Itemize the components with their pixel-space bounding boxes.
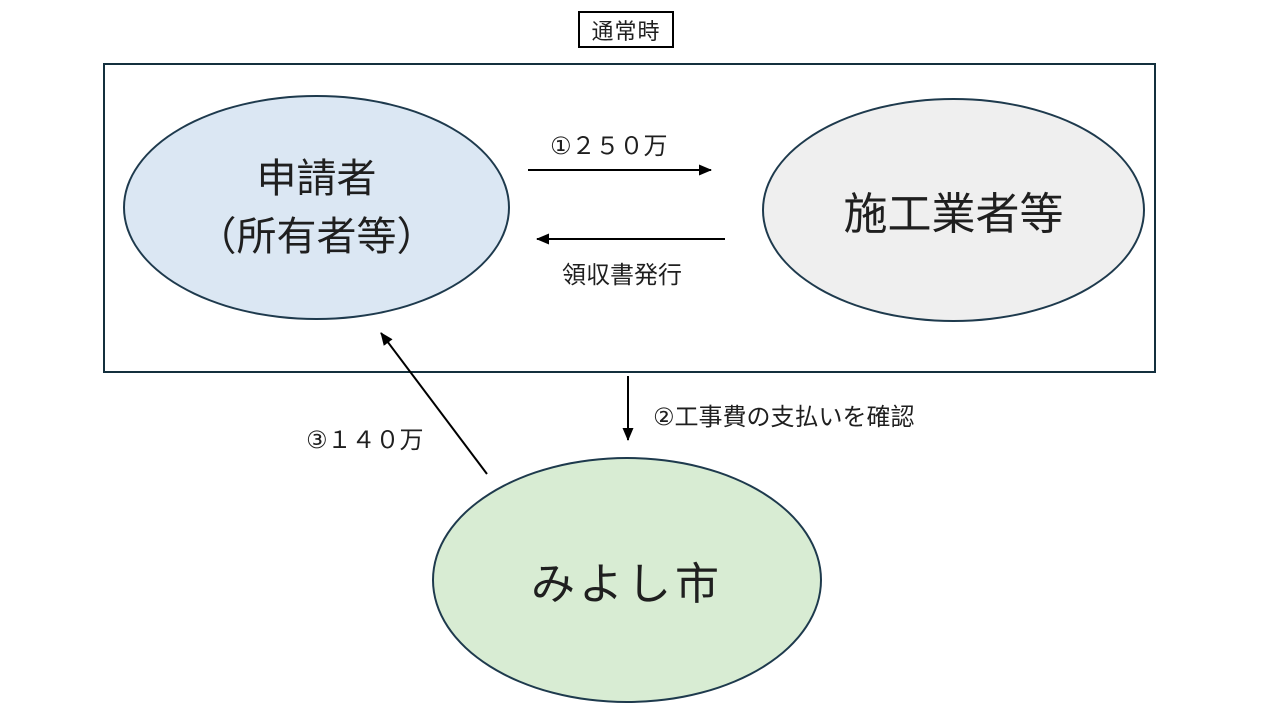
arrow-receipt-label: 領収書発行 — [562, 262, 682, 289]
arrow-subsidy-label: ③１４０万 — [306, 427, 424, 454]
node-applicant: 申請者 （所有者等） — [123, 95, 510, 320]
node-applicant-label-line1: 申請者 — [256, 156, 377, 201]
flow-container-box — [103, 63, 1156, 373]
arrow-payment-label: ①２５０万 — [550, 133, 668, 160]
diagram-title: 通常時 — [591, 18, 661, 44]
node-contractor-label: 施工業者等 — [843, 190, 1064, 239]
node-city-label: みよし市 — [531, 560, 723, 609]
node-city: みよし市 — [432, 457, 822, 703]
title-box: 通常時 — [578, 11, 674, 48]
node-applicant-label-line2: （所有者等） — [196, 214, 437, 259]
arrow-confirm-label: ②工事費の支払いを確認 — [653, 404, 915, 431]
node-contractor: 施工業者等 — [762, 98, 1145, 322]
